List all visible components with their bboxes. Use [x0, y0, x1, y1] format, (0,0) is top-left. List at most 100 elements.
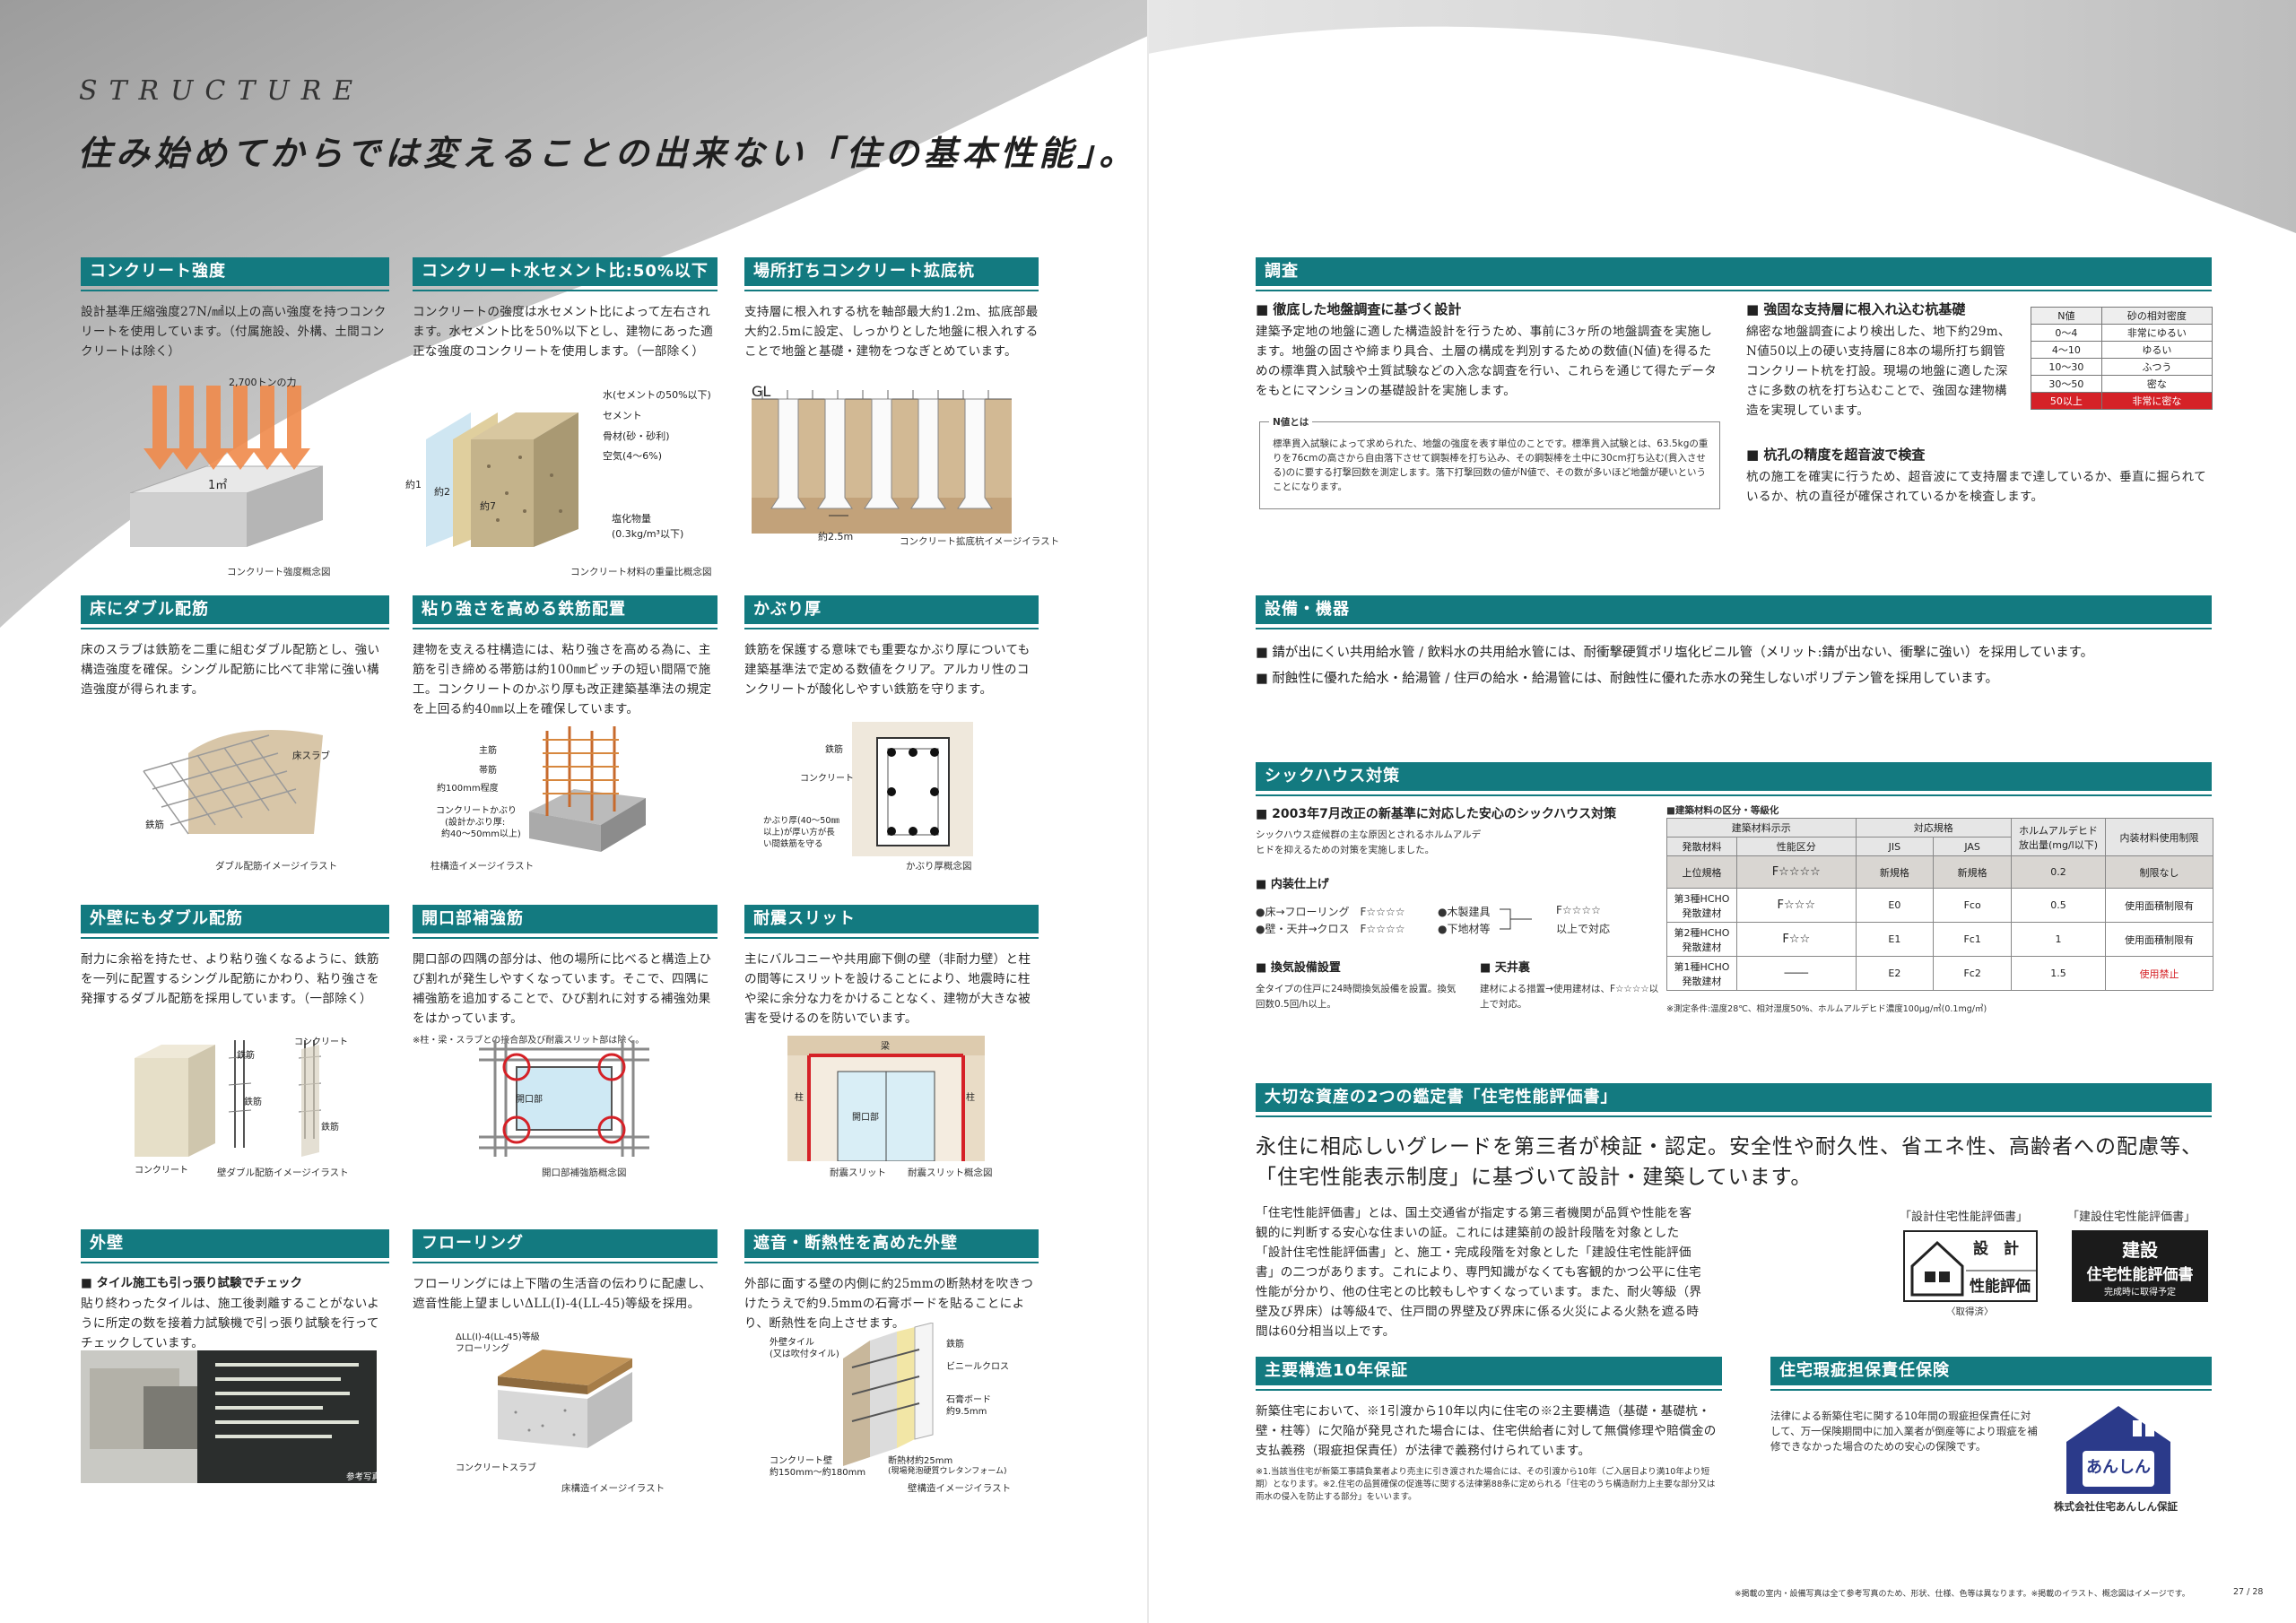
label-vinyl: ビニールクロス: [946, 1362, 1009, 1372]
headline: 住み始めてからでは変えることの出来ない「住の基本性能」。: [77, 133, 1138, 173]
interior-floor: ●床→フローリング F☆☆☆☆: [1256, 906, 1405, 918]
sickhouse-left: 2003年7月改正の新基準に対応した安心のシックハウス対策 シックハウス症候群の…: [1256, 804, 1650, 891]
section-title: 主要構造10年保証: [1256, 1357, 1722, 1391]
table-header: 発散材料: [1666, 837, 1737, 856]
section-title: 外壁にもダブル配筋: [81, 905, 389, 939]
table-header: 砂の相対密度: [2100, 307, 2213, 325]
section-assessment: 大切な資産の2つの鑑定書「住宅性能評価書」 永住に相応しいグレードを第三者が検証…: [1256, 1083, 2212, 1193]
section-seismic-slit: 耐震スリット 主にバルコニーや共用廊下側の壁（非耐力壁）と柱の間等にスリットを設…: [744, 905, 1039, 1028]
label-chloride: 塩化物量: [612, 513, 651, 525]
label-slab: 床スラブ: [292, 751, 330, 761]
ceiling: 天井裏 建材による措置→使用建材は、F☆☆☆☆以上で対応。: [1480, 958, 1659, 1012]
interior-stars: F☆☆☆☆: [1556, 904, 1601, 916]
caption: コンクリート材料の重量比概念図: [570, 567, 712, 577]
anshin-logo-text: あんしん: [2086, 1458, 2151, 1477]
table-cell: 1: [2011, 922, 2106, 957]
eyebrow-title: STRUCTURE: [79, 75, 365, 107]
section-title: 調査: [1256, 257, 2212, 291]
label-board-thickness: 約9.5mm: [946, 1407, 987, 1417]
table-cell: 10〜30: [2031, 358, 2102, 376]
label-cover-3: い間鉄筋を守る: [763, 839, 823, 849]
caption: 床構造イメージイラスト: [561, 1483, 665, 1494]
section-body: コンクリートの強度は水セメント比によって左右されます。水セメント比を50%以下と…: [413, 305, 714, 359]
table-cell: E0: [1855, 888, 1935, 923]
table-cell: F☆☆☆: [1736, 888, 1857, 923]
label-insulation: 断熱材約25mm: [888, 1456, 953, 1466]
label-opening: 開口部: [852, 1113, 879, 1123]
caption: コンクリート拡底杭イメージイラスト: [900, 536, 1060, 547]
table-cell: 50以上: [2031, 392, 2102, 410]
survey-inspection: 杭孔の精度を超音波で検査 杭の施工を確実に行うため、超音波にて支持層まで達してい…: [1746, 445, 2213, 507]
material-table-title: ■建築材料の区分・等級化: [1666, 805, 1779, 816]
section-pile: 場所打ちコンクリート拡底杭 支持層に根入れする杭を軸部最大約1.2m、拡底部最大…: [744, 257, 1039, 361]
insurance-company: 株式会社住宅あんしん保証: [2054, 1500, 2178, 1513]
label-tile-alt: (又は吹付タイル): [770, 1350, 839, 1359]
label-cover-1: かぶり厚(40〜50㎜: [763, 816, 839, 826]
survey-body1: 建築予定地の地盤に適した構造設計を行うため、事前に3ヶ所の地盤調査を実施します。…: [1256, 325, 1718, 398]
section-title: 耐震スリット: [744, 905, 1039, 939]
label-pitch: 約100mm程度: [437, 784, 499, 794]
section-body: 外部に面する壁の内側に約25mmの断熱材を吹きつけたうえで約9.5mmの石膏ボー…: [744, 1277, 1034, 1331]
floor-double-illustration: [143, 730, 323, 835]
section-title: 場所打ちコンクリート拡底杭: [744, 257, 1039, 291]
section-body: フローリングには上下階の生活音の伝わりに配慮し、遮音性能上望ましいΔLL(I)-…: [413, 1277, 712, 1311]
label-cover-2: 以上)が厚い方が長: [763, 828, 835, 838]
label-tile: 外壁タイル: [770, 1338, 814, 1348]
label-column-left: 柱: [795, 1093, 804, 1103]
label-main-rebar: 主筋: [479, 746, 497, 756]
label-insulation-type: (現場発泡硬質ウレタンフォーム): [888, 1467, 1007, 1476]
section-rebar-layout: 粘り強さを高める鉄筋配置 建物を支える柱構造には、粘り強さを高める為に、主筋を引…: [413, 595, 718, 719]
table-header: 対応規格: [1855, 818, 2013, 838]
section-title: かぶり厚: [744, 595, 1039, 629]
interior-wall: ●壁・天井→クロス F☆☆☆☆: [1256, 923, 1405, 935]
assess-label-design: 「設計住宅性能評価書」: [1900, 1211, 2029, 1224]
table-header: N値: [2031, 307, 2102, 325]
section-body: 設計基準圧縮強度27N/㎟以上の高い強度を持つコンクリートを使用しています。（付…: [81, 305, 387, 359]
warranty-body: 新築住宅において、※1引渡から10年以内に住宅の※2主要構造（基礎・基礎杭・壁・…: [1256, 1404, 1717, 1458]
table-cell: ふつう: [2100, 358, 2213, 376]
label-concrete: コンクリート: [800, 774, 854, 784]
bracket-icon: [1500, 908, 1532, 930]
assess-body: 「住宅性能評価書」とは、国土交通省が指定する第三者機関が品質や性能を客観的に判断…: [1256, 1206, 1702, 1339]
caption: コンクリート強度概念図: [227, 567, 331, 577]
slit-illustration: [787, 1036, 985, 1161]
column-illustration: [529, 726, 646, 852]
mark-top-label: 設 計: [1973, 1240, 2019, 1258]
label-chloride-value: (0.3kg/m³以下): [612, 528, 684, 540]
label-slab: コンクリートスラブ: [456, 1463, 536, 1473]
table-cell: 30〜50: [2031, 375, 2102, 393]
table-cell: 0.2: [2011, 855, 2106, 889]
label-wall-thickness: 約150mm〜約180mm: [770, 1468, 866, 1478]
caption-slit: 耐震スリット: [830, 1167, 886, 1178]
table-header: JAS: [1933, 837, 2012, 856]
interior-stars-note: 以上で対応: [1556, 923, 1611, 935]
section-title: 外壁: [81, 1229, 389, 1263]
label-board: 石膏ボード: [946, 1395, 991, 1405]
label-cover: コンクリートかぶり: [436, 806, 517, 816]
box-line-2: 住宅性能評価書: [2086, 1266, 2194, 1284]
label-concrete-top: コンクリート: [294, 1037, 348, 1047]
section-warranty: 主要構造10年保証 新築住宅において、※1引渡から10年以内に住宅の※2主要構造…: [1256, 1357, 1722, 1504]
table-cell: 使用禁止: [2105, 956, 2213, 991]
section-title: シックハウス対策: [1256, 762, 2212, 796]
vent-body: 全タイプの住戸に24時間換気設備を設置。換気回数0.5回/h以上。: [1256, 984, 1457, 1010]
section-concrete-strength: コンクリート強度 設計基準圧縮強度27N/㎟以上の高い強度を持つコンクリートを使…: [81, 257, 389, 361]
section-body: 耐力に余裕を持たせ、より粘り強くなるように、鉄筋を一列に配置するシングル配筋にか…: [81, 952, 379, 1006]
n-value-box: N値とは 標準貫入試験によって求められた、地盤の強度を表す単位のことです。標準貫…: [1259, 415, 1720, 509]
table-cell: E2: [1855, 956, 1935, 991]
survey-sub3: 杭孔の精度を超音波で検査: [1746, 445, 2213, 464]
wall-double-illustration: [135, 1040, 322, 1157]
page-number: 27 / 28: [2233, 1587, 2264, 1597]
table-cell: 新規格: [1933, 855, 2012, 889]
caption: 壁構造イメージイラスト: [908, 1483, 1012, 1494]
table-cell: F☆☆☆☆: [1736, 855, 1857, 889]
section-body: 床のスラブは鉄筋を二重に組むダブル配筋とし、強い構造強度を確保。シングル配筋に比…: [81, 643, 380, 697]
sick-sub: 2003年7月改正の新基準に対応した安心のシックハウス対策: [1256, 804, 1650, 822]
survey-sub2: 強固な支持層に根入れ込む杭基礎: [1746, 299, 2015, 318]
